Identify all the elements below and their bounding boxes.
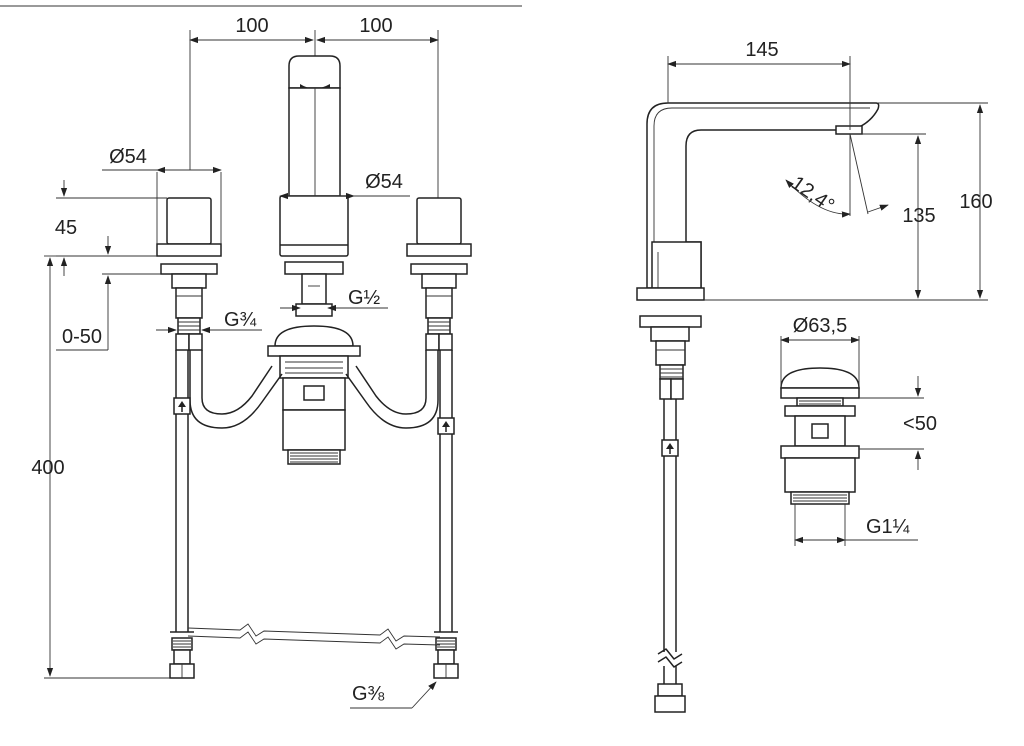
spout-height-label: 160 (959, 191, 992, 213)
hose-length-dimension: 400 (31, 255, 170, 679)
handle-thread-dimension: G¾ (156, 309, 262, 334)
spout-thread-dimension: G½ (280, 287, 388, 312)
waste-deck-dimension: <50 (859, 376, 937, 470)
spacing-dimension: 100 100 (189, 15, 439, 200)
handle-thread-label: G¾ (224, 309, 257, 331)
hose-thread-dimension: G⅜ (350, 681, 437, 709)
right-handle (406, 197, 472, 351)
waste-view: Ø63,5 <50 G1¼ (780, 315, 937, 546)
spout-diameter-label: Ø54 (365, 171, 403, 193)
handle-diameter-dimension: Ø54 (102, 146, 222, 244)
hose-length-label: 400 (31, 457, 64, 479)
left-handle (156, 197, 222, 351)
hose-thread-label: G⅜ (352, 683, 385, 705)
plug-diameter-label: Ø63,5 (793, 315, 847, 337)
waste-deck-label: <50 (903, 413, 937, 435)
handle-diameter-label: Ø54 (109, 146, 147, 168)
deck-thickness-label: 0-50 (62, 326, 102, 348)
pop-up-waste (780, 367, 860, 546)
spout-thread-label: G½ (348, 287, 381, 309)
break-lines (187, 623, 441, 650)
left-hose (169, 350, 195, 679)
waste-thread-label: G1¼ (866, 516, 910, 538)
outlet-height-label: 135 (902, 205, 935, 227)
outlet-angle-dimension: 12,4° (785, 133, 889, 218)
connection-pipes (189, 350, 439, 429)
outlet-height-dimension: 135 (850, 133, 936, 299)
spout-height-dimension: 160 (704, 102, 993, 301)
outlet-angle-label: 12,4° (787, 172, 838, 217)
height-45-dimension: 45 (55, 180, 167, 276)
projection-dimension: 145 (667, 39, 851, 130)
right-hose (433, 350, 459, 679)
projection-label: 145 (745, 39, 778, 61)
spacing-right-label: 100 (359, 15, 392, 37)
front-view: 100 100 (31, 15, 472, 709)
side-view: 145 160 135 12,4° (636, 39, 993, 713)
height-45-label: 45 (55, 217, 77, 239)
deck-thickness-dimension: 0-50 (56, 273, 161, 351)
center-spout (267, 55, 361, 465)
side-spout (636, 102, 880, 713)
spacing-left-label: 100 (235, 15, 268, 37)
plug-diameter-dimension: Ø63,5 (780, 315, 860, 388)
waste-thread-dimension: G1¼ (794, 516, 918, 544)
spout-diameter-dimension: Ø54 (279, 171, 410, 200)
